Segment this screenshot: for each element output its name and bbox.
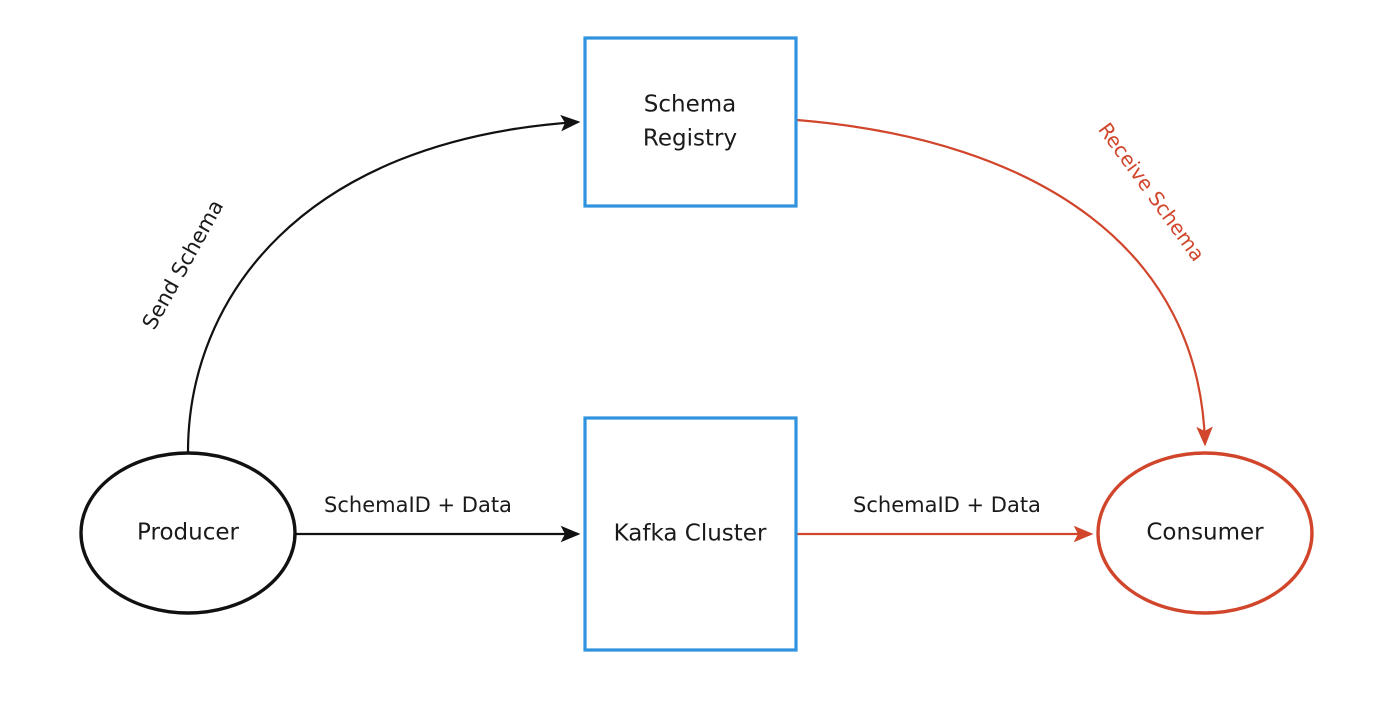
edge-label-schemaid-data-left: SchemaID + Data [324, 493, 512, 517]
edge-producer-to-registry [186, 114, 581, 453]
edge-registry-to-consumer [796, 118, 1213, 447]
node-producer-label: Producer [137, 520, 239, 546]
node-schema-registry[interactable] [583, 36, 798, 208]
node-schema-registry-label-line2: Registry [643, 126, 737, 152]
edge-label-schemaid-data-right: SchemaID + Data [853, 493, 1041, 517]
nodes-layer: Producer Schema Registry Kafka Cluster C… [79, 36, 1314, 652]
node-consumer-label: Consumer [1146, 520, 1264, 546]
edges-layer [186, 114, 1213, 543]
node-producer[interactable] [79, 451, 297, 615]
edge-label-send-schema: Send Schema [137, 196, 228, 334]
node-schema-registry-label-line1: Schema [644, 92, 736, 118]
node-kafka-cluster[interactable] [583, 416, 798, 652]
node-kafka-cluster-label: Kafka Cluster [614, 521, 767, 547]
edge-label-receive-schema: Receive Schema [1093, 118, 1209, 266]
node-consumer[interactable] [1096, 451, 1314, 615]
